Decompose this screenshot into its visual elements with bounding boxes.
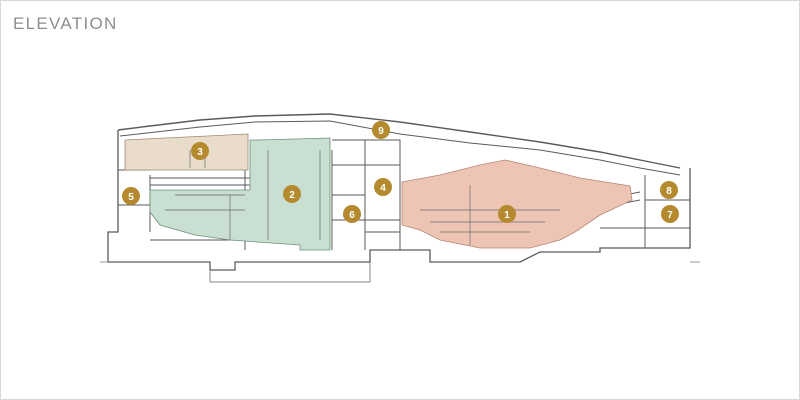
marker-5[interactable]: 5	[122, 187, 140, 205]
svg-text:9: 9	[378, 126, 384, 137]
fly-gallery	[150, 177, 250, 186]
outer-shell	[107, 130, 691, 271]
svg-text:5: 5	[128, 192, 134, 203]
roof-line	[117, 113, 681, 169]
core-rooms	[331, 139, 401, 250]
svg-text:7: 7	[667, 210, 673, 221]
marker-2[interactable]: 2	[283, 185, 301, 203]
svg-text:4: 4	[380, 183, 386, 194]
svg-text:1: 1	[504, 210, 510, 221]
right-wing	[600, 175, 690, 248]
marker-4[interactable]: 4	[374, 178, 392, 196]
svg-text:2: 2	[289, 190, 295, 201]
basement-outline	[209, 262, 371, 283]
svg-text:3: 3	[197, 147, 203, 158]
marker-9[interactable]: 9	[372, 121, 390, 139]
roof-inner-line	[119, 120, 681, 176]
marker-7[interactable]: 7	[661, 205, 679, 223]
marker-6[interactable]: 6	[343, 205, 361, 223]
marker-1[interactable]: 1	[498, 205, 516, 223]
svg-text:6: 6	[349, 210, 355, 221]
svg-text:8: 8	[666, 186, 672, 197]
page-title: ELEVATION	[13, 14, 118, 33]
zone-auditorium	[401, 159, 633, 249]
marker-3[interactable]: 3	[191, 142, 209, 160]
interior-details	[165, 150, 560, 245]
zone-fly-tower	[124, 133, 249, 171]
marker-8[interactable]: 8	[660, 181, 678, 199]
zone-stage	[149, 137, 331, 251]
